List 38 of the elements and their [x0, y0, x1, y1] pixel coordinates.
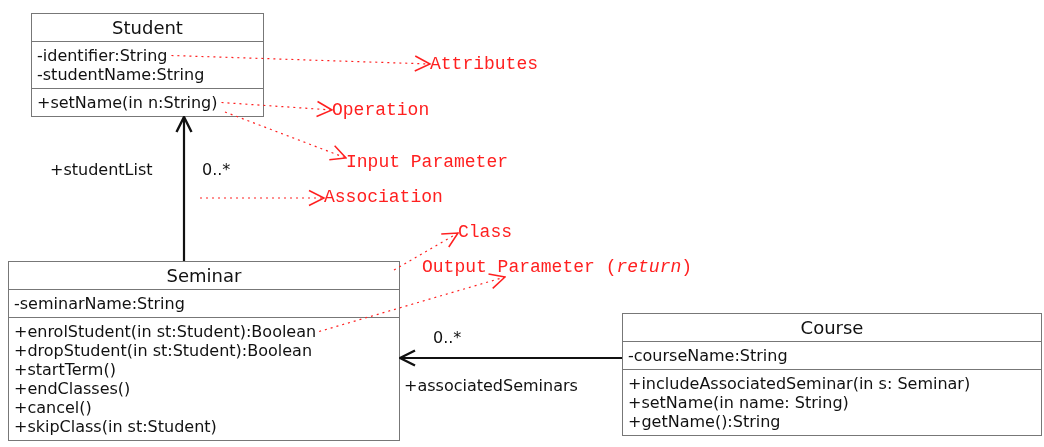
member-text: -studentName:String: [37, 65, 205, 84]
annotation-label: Class: [458, 222, 512, 242]
multiplicity-label: 0..*: [433, 328, 462, 347]
member-text: -courseName:String: [628, 346, 788, 365]
leader-line: [199, 189, 325, 207]
multiplicity-label: +studentList: [50, 160, 153, 179]
class-box: [8, 261, 400, 441]
annotation-label: Operation: [332, 100, 430, 120]
multiplicity-label: +associatedSeminars: [404, 376, 578, 395]
annotation-label: Attributes: [430, 54, 539, 74]
member-text: +dropStudent(in st:Student):Boolean: [14, 341, 313, 360]
member-text: -seminarName:String: [14, 294, 185, 313]
member-text: +setName(in n:String): [37, 93, 218, 112]
class-name: Course: [623, 314, 1041, 342]
member-text: +endClasses(): [14, 379, 131, 398]
member-text: +getName():String: [628, 412, 781, 431]
annotation-label: Association: [324, 187, 443, 207]
annotation-label: Output Parameter (return): [422, 257, 693, 277]
member-text: +includeAssociatedSeminar(in s: Seminar): [628, 374, 971, 393]
member-text: +skipClass(in st:Student): [14, 417, 217, 436]
class-box: [31, 13, 264, 117]
member-text: -identifier:String: [37, 46, 168, 65]
member-text: +setName(in name: String): [628, 393, 849, 412]
leader-line: [170, 54, 431, 72]
class-box: [622, 313, 1042, 436]
class-name: Student: [32, 14, 263, 42]
leader-line: [393, 232, 459, 271]
member-text: +cancel(): [14, 398, 92, 417]
member-text: +startTerm(): [14, 360, 116, 379]
annotation-label: Input Parameter: [346, 152, 509, 172]
association-arrow: [175, 115, 193, 261]
association-arrow: [398, 349, 622, 367]
multiplicity-label: 0..*: [202, 160, 231, 179]
leader-line: [220, 100, 333, 118]
leader-line: [318, 273, 506, 333]
class-name: Seminar: [9, 262, 399, 290]
leader-line: [224, 111, 347, 161]
member-text: +enrolStudent(in st:Student):Boolean: [14, 322, 317, 341]
